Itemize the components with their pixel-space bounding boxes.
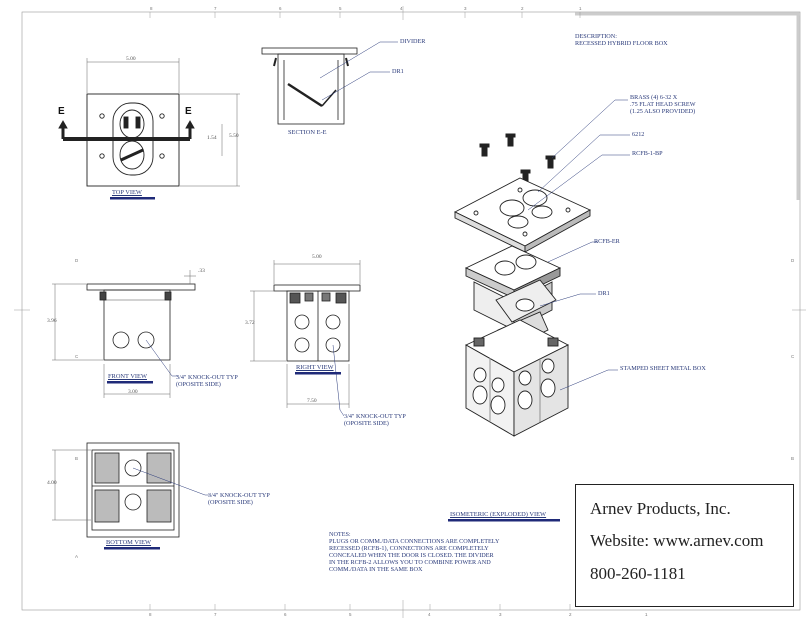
- callout-6212: 6212: [632, 131, 645, 138]
- right-view-title: RIGHT VIEW: [296, 364, 334, 371]
- border-ref-left-b: B: [75, 456, 79, 461]
- border-ref-top-4: 4: [400, 6, 403, 11]
- border-ref-top-7: 7: [214, 6, 217, 11]
- iso-screws: [479, 133, 556, 183]
- border-ref-right-b: B: [791, 456, 795, 461]
- border-ref-bottom-8: 8: [149, 612, 152, 617]
- title-block: Arnev Products, Inc. Website: www.arnev.…: [575, 484, 794, 607]
- border-ref-top-2: 2: [521, 6, 524, 11]
- right-view-dim-lines: [250, 260, 361, 408]
- notes-line: IN THE RCFB-2 ALLOWS YOU TO COMBINE POWE…: [329, 559, 491, 566]
- front-view-title: FRONT VIEW: [108, 373, 147, 380]
- section-leaders: [319, 41, 398, 101]
- section-view-drawing: [261, 47, 358, 125]
- notes-line: COMM./DATA IN THE SAME BOX: [329, 566, 423, 573]
- callout-knockout-right-2: (OPOSITE SIDE): [344, 420, 389, 427]
- front-view-dim-lines: [52, 270, 196, 398]
- notes-line: CONCEALED WHEN THE DOOR IS CLOSED. THE D…: [329, 552, 494, 559]
- notes-line: RECESSED (RCFB-1), CONNECTIONS ARE COMPL…: [329, 545, 489, 552]
- iso-metal-box: [465, 319, 569, 437]
- border-ref-top-1: 1: [579, 6, 582, 11]
- border-ref-top-6: 6: [279, 6, 282, 11]
- company-phone: 800-260-1181: [590, 564, 686, 583]
- callout-dr1-section: DR1: [392, 68, 404, 75]
- border-ref-bottom-1: 1: [645, 612, 648, 617]
- dim-front-width: 3.00: [128, 389, 138, 395]
- border-ref-top-3: 3: [464, 6, 467, 11]
- right-view-drawing: [273, 284, 361, 362]
- description-text: RECESSED HYBRID FLOOR BOX: [575, 40, 668, 47]
- callout-screws-2: .75 FLAT HEAD SCREW: [630, 101, 696, 108]
- callout-stamped-box: STAMPED SHEET METAL BOX: [620, 365, 706, 372]
- bottom-view-drawing: [86, 442, 180, 538]
- callout-knockout-bottom-1: 3/4" KNOCK-OUT TYP: [208, 492, 270, 499]
- top-view-title: TOP VIEW: [112, 189, 142, 196]
- border-ref-bottom-3: 3: [499, 612, 502, 617]
- notes-heading: NOTES:: [329, 531, 351, 538]
- callout-knockout-front-2: (OPOSITE SIDE): [176, 381, 221, 388]
- border-ref-bottom-4: 4: [428, 612, 431, 617]
- callout-screws-3: (1.25 ALSO PROVIDED): [630, 108, 696, 115]
- border-ref-left-c: C: [75, 354, 79, 359]
- dim-right-top-width: 5.00: [312, 254, 322, 260]
- isometric-view-title: ISOMETERIC (EXPLODED) VIEW: [450, 511, 547, 518]
- iso-leaders: [527, 99, 630, 391]
- description-heading: DESCRIPTION:: [575, 33, 617, 40]
- company-website: Website: www.arnev.com: [590, 531, 764, 550]
- callout-knockout-right-1: 3/4" KNOCK-OUT TYP: [344, 413, 406, 420]
- callout-knockout-bottom-2: (OPOSITE SIDE): [208, 499, 253, 506]
- top-view-dim-lines: [86, 58, 240, 187]
- section-marker-left: E: [58, 106, 65, 117]
- border-tick-marks: [14, 6, 806, 618]
- border-ref-top-5: 5: [339, 6, 342, 11]
- callout-rcfb-bp: RCFB-1-BP: [632, 150, 663, 157]
- top-view-drawing: [58, 93, 195, 187]
- border-ref-bottom-7: 7: [214, 612, 217, 617]
- dim-right-height: 3.72: [245, 320, 255, 326]
- border-ref-right-c: C: [791, 354, 795, 359]
- right-leader: [332, 344, 345, 417]
- border-ref-left-d: D: [75, 258, 79, 263]
- dim-right-bottom-width: 7.50: [307, 398, 317, 404]
- callout-knockout-front-1: 3/4" KNOCK-OUT TYP: [176, 374, 238, 381]
- bottom-leader: [132, 467, 210, 496]
- dim-top-width: 5.00: [126, 56, 136, 62]
- dim-top-height: 5.50: [229, 133, 239, 139]
- border-ref-bottom-5: 5: [349, 612, 352, 617]
- notes-line: PLUGS OR COMM./DATA CONNECTIONS ARE COMP…: [329, 538, 500, 545]
- dim-front-height: 3.96: [47, 318, 57, 324]
- border-ref-left-a: A: [75, 554, 79, 559]
- dim-front-flange: .33: [198, 268, 205, 274]
- bottom-view-dim-lines: [52, 449, 91, 521]
- company-name: Arnev Products, Inc.: [590, 499, 731, 518]
- front-leader: [145, 339, 178, 377]
- bottom-view-title: BOTTOM VIEW: [106, 539, 152, 546]
- section-view-title: SECTION E-E: [288, 129, 327, 136]
- front-view-drawing: [86, 283, 196, 361]
- section-marker-right: E: [185, 106, 192, 117]
- callout-rcfb-er: RCFB-ER: [594, 238, 620, 245]
- callout-screws-1: BRASS (4) 6-32 X: [630, 94, 678, 101]
- dim-bottom-height: 4.00: [47, 480, 57, 486]
- iso-cover-plate: [454, 177, 591, 253]
- callout-dr1-iso: DR1: [598, 290, 610, 297]
- sheet-border: [21, 11, 801, 611]
- callout-divider: DIVIDER: [400, 38, 426, 45]
- border-ref-top-8: 8: [150, 6, 153, 11]
- border-ref-bottom-2: 2: [569, 612, 572, 617]
- view-title-bars: [104, 197, 560, 550]
- border-ref-right-d: D: [791, 258, 795, 263]
- border-ref-bottom-6: 6: [284, 612, 287, 617]
- dim-top-inner: 1.54: [207, 135, 217, 141]
